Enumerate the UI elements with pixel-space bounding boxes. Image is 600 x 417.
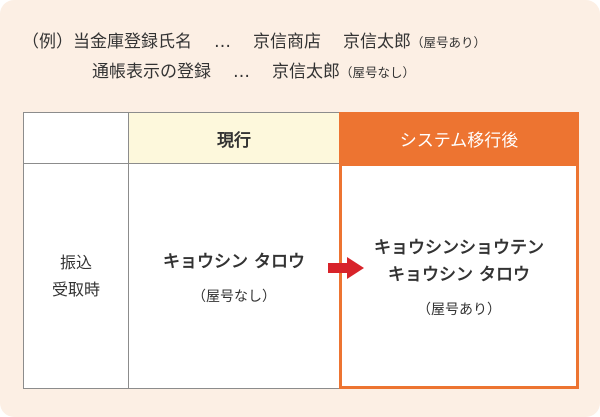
row-label: 振込 受取時 xyxy=(52,249,100,303)
example-line-registered-name: （例）当金庫登録氏名 … 京信商店 京信太郎（屋号あり） xyxy=(22,31,486,54)
header-current-cell: 現行 xyxy=(128,112,340,164)
current-kana-name: キョウシン タロウ xyxy=(163,251,305,272)
current-value: キョウシン タロウ （屋号なし） xyxy=(163,249,305,304)
passbook-note: （屋号なし） xyxy=(340,65,416,80)
header-current: 現行 xyxy=(217,130,251,151)
registered-person-name: 京信太郎 xyxy=(343,32,411,52)
ellipsis-2: … xyxy=(233,62,250,82)
after-migration-value-cell: キョウシンショウテン キョウシン タロウ （屋号あり） xyxy=(339,163,579,389)
ellipsis-1: … xyxy=(214,32,231,52)
passbook-label: 通帳表示の登録 xyxy=(92,62,211,82)
after-note: （屋号あり） xyxy=(417,302,501,318)
shop-name: 京信商店 xyxy=(253,32,321,52)
passbook-person-name: 京信太郎 xyxy=(272,62,340,82)
row-label-cell: 振込 受取時 xyxy=(23,163,129,389)
registered-name-note: （屋号あり） xyxy=(411,35,487,50)
current-note: （屋号なし） xyxy=(191,288,276,305)
table-corner-cell xyxy=(23,112,129,164)
row-label-line-2: 受取時 xyxy=(51,280,100,299)
example-prefix: （例） xyxy=(22,32,73,52)
registered-name-label: 当金庫登録氏名 xyxy=(73,32,192,52)
after-kana-shop: キョウシンショウテン xyxy=(374,238,544,258)
after-migration-value: キョウシンショウテン キョウシン タロウ （屋号あり） xyxy=(374,235,544,317)
current-value-cell: キョウシン タロウ （屋号なし） xyxy=(128,163,340,389)
row-label-line-1: 振込 xyxy=(59,253,92,272)
after-kana-name: キョウシン タロウ xyxy=(388,265,530,285)
arrow-right-icon xyxy=(328,257,364,279)
comparison-table: 現行 システム移行後 振込 受取時 キョウシン タロウ （屋号なし） キョウシン… xyxy=(23,112,579,389)
header-after-migration-cell: システム移行後 xyxy=(339,112,579,164)
example-line-passbook-name: 通帳表示の登録 … 京信太郎（屋号なし） xyxy=(92,61,415,84)
header-after-migration: システム移行後 xyxy=(399,130,519,151)
